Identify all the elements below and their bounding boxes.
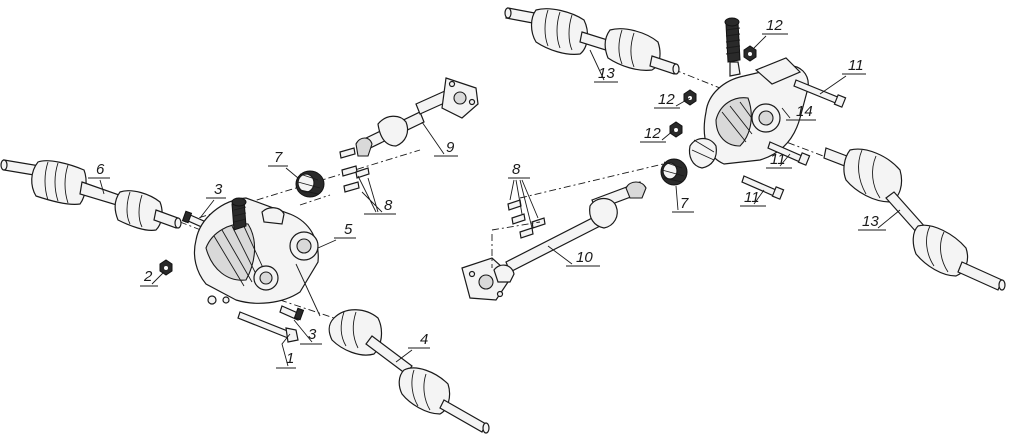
callout-12-top: 12 [766,17,783,34]
callout-14: 14 [796,103,813,120]
bolts-8-right [507,199,546,239]
bolts-8-left [339,147,370,193]
callout-12-mid: 12 [658,91,675,108]
callout-10: 10 [576,249,593,266]
drive-shaft-13-lower [823,147,1006,291]
right-bolt-axis [491,221,541,268]
nut-2 [159,259,173,276]
callout-7-right: 7 [680,195,689,212]
callout-13-lower: 13 [862,213,879,230]
bolt-11-top [793,79,847,108]
callout-3-upper: 3 [214,181,223,198]
callout-2: 2 [143,268,153,285]
transfer-case-5 [193,197,321,317]
nut-12-low [669,121,683,138]
seal-7-left [295,170,325,198]
transfer-case-14 [688,17,809,169]
left-axis-2 [279,299,341,321]
callout-12-low: 12 [644,125,661,142]
right-upper-axis [659,63,731,93]
cardan-shaft-9 [355,77,479,157]
nut-12-top [743,45,757,62]
drive-shaft-4 [328,309,490,434]
callout-4: 4 [420,331,428,348]
nut-12-mid [683,89,697,106]
callout-1: 1 [286,350,294,367]
callout-13-upper: 13 [598,65,615,82]
callout-8-left: 8 [384,197,393,214]
bolt-11-low [741,175,785,200]
drive-shaft-6 [0,159,182,231]
left-axis-3 [299,194,331,206]
seal-7-right [660,158,688,186]
bolt-3-lower [279,305,305,321]
callout-7-left: 7 [274,149,283,166]
callout-11-mid: 11 [770,151,786,168]
bolt-3-upper [181,210,207,229]
callout-8-right: 8 [512,161,521,178]
cardan-shaft-10 [461,181,647,301]
callout-6: 6 [96,161,105,178]
callout-leaders [88,33,901,369]
callout-11-low: 11 [744,189,760,206]
bolt-1 [237,311,299,343]
callout-9: 9 [446,139,455,156]
callout-3-lower: 3 [308,326,317,343]
bolt-11-mid [767,141,811,166]
callout-5: 5 [344,221,353,238]
drive-shaft-13-upper [504,7,680,75]
callout-11-top: 11 [848,57,864,74]
right-cardan-axis [519,159,681,199]
